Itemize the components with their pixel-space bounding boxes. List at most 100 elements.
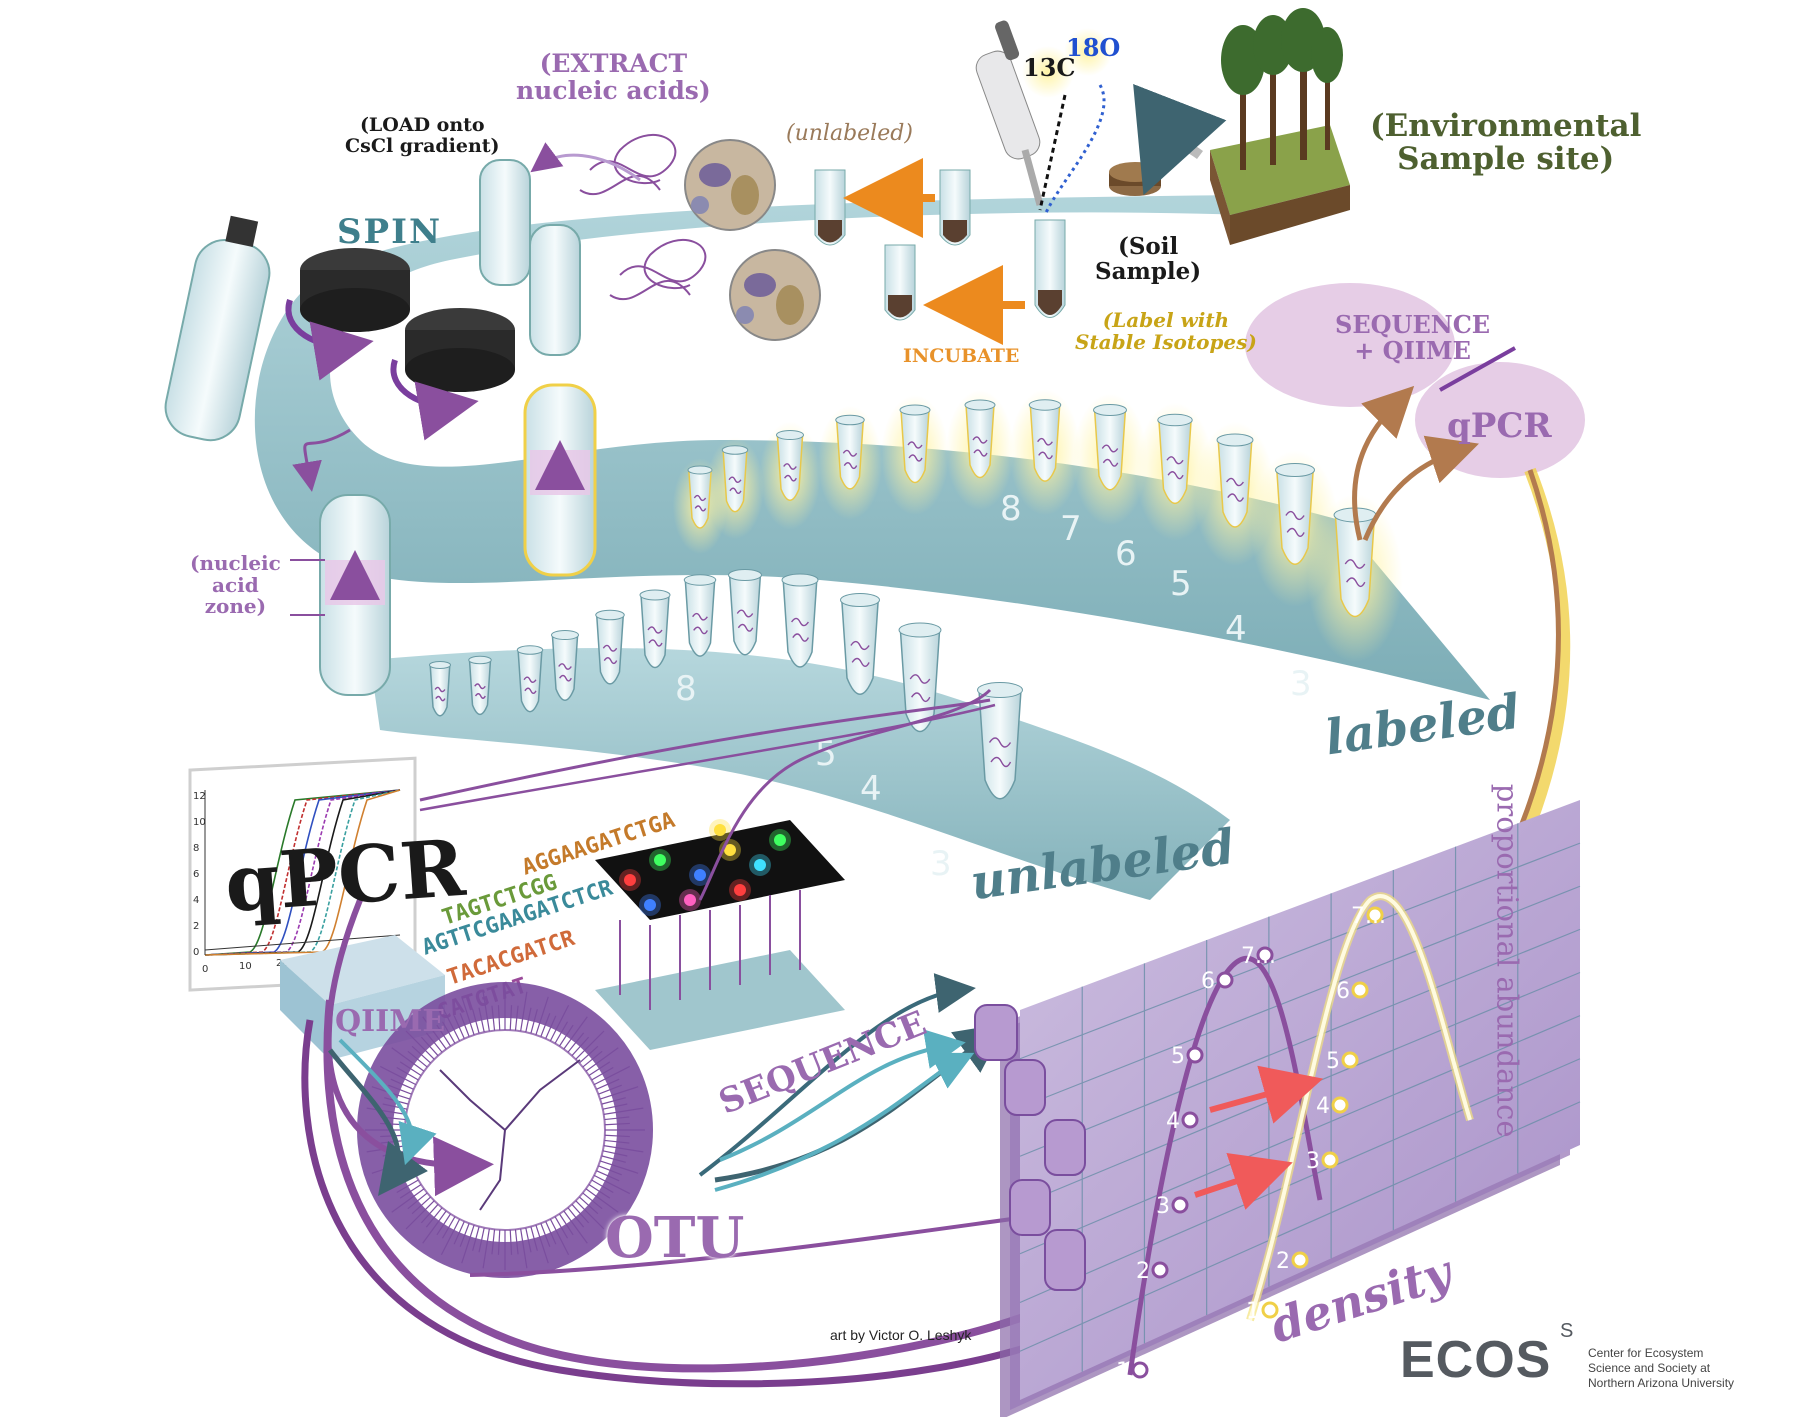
curve-point <box>1261 1301 1279 1319</box>
unlabeled-track-numbers: 3 4 5 8 <box>675 669 952 884</box>
curve-point <box>1341 1051 1359 1069</box>
label-isotopes-label: (Label with Stable Isotopes) <box>1075 308 1257 354</box>
ecos-logo-mark: ECOS <box>1400 1331 1552 1389</box>
fraction-tube <box>516 645 544 713</box>
curve-point <box>1331 1096 1349 1114</box>
shift-arrow-upper <box>1209 1065 1324 1124</box>
gradient-tube-fractionate-unlabeled <box>319 494 391 696</box>
curve-point-label: 1 <box>1246 1299 1260 1324</box>
fraction-tube <box>781 573 819 668</box>
spin-label: SPIN <box>337 212 443 252</box>
dna-tangle-lower <box>609 238 707 301</box>
fraction-tube <box>468 655 492 716</box>
curve-point-label: 4 <box>1166 1109 1180 1134</box>
fraction-tube <box>759 421 821 530</box>
ecos-logo-text: Center for Ecosystem Science and Society… <box>1588 1346 1734 1391</box>
fraction-tube <box>817 405 883 520</box>
qpcr-y-tick: 12 <box>193 791 206 802</box>
qpcr-chart-card: 02468101201020304050 <box>188 756 417 992</box>
labeled-track-numbers: 3 4 5 6 7 8 <box>1000 489 1312 704</box>
fraction-tube <box>946 390 1014 510</box>
track-number: 4 <box>860 769 882 809</box>
c13-dotted-line <box>1038 94 1067 211</box>
track-number: 7 <box>1060 509 1082 549</box>
qiime-label: QIIME <box>335 1004 446 1039</box>
fraction-tube <box>429 661 451 717</box>
tube-soil-labeled <box>1034 219 1066 318</box>
centrifuge-rotor-b <box>390 308 515 441</box>
track-number: 3 <box>930 844 952 884</box>
qpcr-box-label: qPCR <box>222 822 468 931</box>
curve-point-label: 7... <box>1351 904 1386 929</box>
fraction-tube <box>881 395 949 515</box>
density-panels <box>1000 800 1581 1417</box>
curve-point <box>1256 946 1274 964</box>
curve-point <box>1291 1251 1309 1269</box>
curve-point-label: 6 <box>1201 969 1215 994</box>
incubation-tubes <box>814 169 1066 321</box>
fraction-tube <box>551 630 579 701</box>
gradient-tube-load <box>479 159 531 286</box>
fraction-tube <box>1135 402 1215 541</box>
nucleic-zone-label: (nucleic acid zone) <box>190 551 281 619</box>
fraction-tube <box>728 569 762 656</box>
curve-point-label: 7... <box>1241 944 1276 969</box>
curve-point <box>1131 1361 1149 1379</box>
track-number: 8 <box>1000 489 1022 529</box>
arrow-to-sequence <box>1352 385 1415 541</box>
curve-point-label: 2 <box>1136 1259 1150 1284</box>
qpcr-cloud-label: qPCR <box>1447 406 1552 446</box>
arrow-extract-to-load <box>530 142 641 182</box>
curve-point <box>1181 1111 1199 1129</box>
curve-point <box>1351 981 1369 999</box>
shift-arrow-lower <box>1194 1152 1293 1210</box>
qpcr-x-tick: 10 <box>239 961 252 972</box>
fraction-tube <box>1009 389 1081 516</box>
soil-sample-label: (Soil Sample) <box>1095 233 1202 285</box>
curve-point <box>1216 971 1234 989</box>
incubate-label: INCUBATE <box>903 345 1020 367</box>
otu-tabs <box>974 1004 1086 1291</box>
fraction-tube <box>1307 494 1403 662</box>
unlabeled-fraction-tubes <box>429 569 1023 800</box>
microbe-cells-upper <box>684 139 776 231</box>
environmental-site-icon <box>1210 8 1350 245</box>
curve-point-label: 1 <box>1116 1359 1130 1384</box>
tube-incubate-a <box>884 244 916 321</box>
curve-point-label: 3 <box>1156 1194 1170 1219</box>
fraction-tube <box>1072 393 1148 526</box>
qpcr-y-tick: 10 <box>193 817 206 828</box>
arrow-to-qpcr <box>1362 435 1479 541</box>
qiime-box <box>280 935 445 1060</box>
fraction-tube <box>840 593 880 695</box>
qpcr-x-tick: 0 <box>202 964 208 975</box>
qpcr-amplification-curves <box>204 789 401 956</box>
isotope-13c: 13C <box>1023 53 1076 82</box>
curve-point <box>1321 1151 1339 1169</box>
otu-label: OTU <box>605 1205 745 1271</box>
track-number: 5 <box>815 734 837 774</box>
qpcr-y-tick: 8 <box>193 843 199 854</box>
dna-tangle-upper <box>579 133 677 196</box>
track-number: 5 <box>1170 564 1192 604</box>
curve-point <box>1366 906 1384 924</box>
load-label: (LOAD onto CsCl gradient) <box>345 114 500 157</box>
arrow-spin-to-fractionate <box>292 428 351 492</box>
isotope-18o: 18O <box>1066 33 1121 62</box>
track-number: 3 <box>1290 664 1312 704</box>
gradient-tube-left <box>164 215 271 442</box>
curve-point-label: 6 <box>1336 979 1350 1004</box>
gradient-tube-fractionate-labeled <box>523 383 597 577</box>
curve-point-label: 5 <box>1171 1044 1185 1069</box>
labeled-curve-points: 1234567... <box>1246 904 1386 1324</box>
fraction-tube <box>595 609 625 685</box>
curve-point-label: 5 <box>1326 1049 1340 1074</box>
curve-point <box>1186 1046 1204 1064</box>
unlabeled-top-label: (unlabeled) <box>786 121 913 146</box>
track-number: 8 <box>675 669 697 709</box>
sequence-qiime-label: SEQUENCE + QIIME <box>1335 310 1491 365</box>
sequencer-chip <box>595 819 845 1050</box>
soil-core-icon <box>1109 162 1161 196</box>
qpcr-y-tick: 0 <box>193 947 199 958</box>
